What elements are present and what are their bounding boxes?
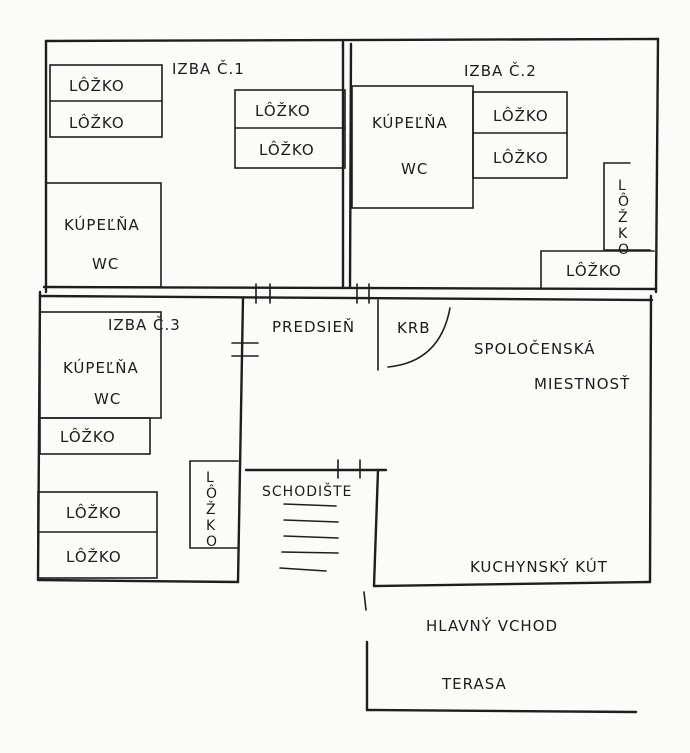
bed-label: LÔŽKO [493,106,549,125]
bathroom [45,182,162,288]
entrance-label: HLAVNÝ VCHOD [426,616,558,635]
common-room-label: MIESTNOSŤ [534,374,630,393]
fireplace-arc [387,307,451,368]
bathroom-label: KÚPEĽŇA [63,358,139,377]
bed-label: LÔŽKO [493,148,549,167]
svg-text:Ž: Ž [206,500,217,518]
svg-text:Ô: Ô [206,484,218,502]
stairs-label: SCHODIŠTE [262,482,352,500]
svg-text:L: L [618,178,627,194]
stairs: SCHODIŠTE [262,482,352,572]
bed-label: LÔŽKO [66,503,122,522]
room-3: IZBA Č.3 KÚPEĽŇA WC LÔŽKO LÔŽKO LÔŽKO L … [37,311,239,579]
bed-label: LÔŽKO [566,261,622,280]
wc-label: WC [92,255,119,273]
room-1: IZBA Č.1 LÔŽKO LÔŽKO LÔŽKO LÔŽKO KÚPEĽŇA… [45,59,346,288]
hall-label: PREDSIEŇ [272,317,355,336]
svg-text:O: O [618,242,630,258]
common-area: PREDSIEŇ KRB SPOLOČENSKÁ MIESTNOSŤ KUCHY… [272,307,630,576]
room-2: IZBA Č.2 KÚPEĽŇA WC LÔŽKO LÔŽKO L Ô Ž K … [351,61,655,289]
svg-text:L: L [206,470,215,486]
bed-label: LÔŽKO [259,140,315,159]
bed-label: LÔŽKO [66,547,122,566]
svg-text:K: K [618,226,628,242]
bed-label: LÔŽKO [69,113,125,132]
svg-text:O: O [206,534,218,550]
bed-frame [472,91,568,179]
bed-frame [234,89,346,169]
bed-frame [540,250,655,289]
room-2-title: IZBA Č.2 [464,61,537,80]
fireplace-label: KRB [397,319,431,337]
bed-frame [189,460,239,549]
bathroom [351,85,474,209]
bed-frame [37,491,158,579]
terrace-area: HLAVNÝ VCHOD TERASA [363,591,638,714]
terrace-label: TERASA [441,675,507,693]
bathroom-label: KÚPEĽŇA [64,215,140,234]
bed-frame [39,417,151,455]
common-room-label: SPOLOČENSKÁ [474,339,596,358]
bed-label: LÔŽKO [255,101,311,120]
vertical-bed-label: L Ô Ž K O [618,178,630,258]
bed-frame [603,162,651,251]
svg-text:Ž: Ž [618,208,629,226]
wc-label: WC [94,390,121,408]
bed-label: LÔŽKO [69,76,125,95]
svg-text:Ô: Ô [618,192,630,210]
bathroom-label: KÚPEĽŇA [372,113,448,132]
kitchen-label: KUCHYNSKÝ KÚT [470,557,608,576]
vertical-bed-label: L Ô Ž K O [206,470,218,550]
svg-text:K: K [206,518,216,534]
door-marks [231,283,370,479]
room-1-title: IZBA Č.1 [172,59,245,78]
wc-label: WC [401,160,428,178]
bed-label: LÔŽKO [60,427,116,446]
room-3-title: IZBA Č.3 [108,315,181,334]
